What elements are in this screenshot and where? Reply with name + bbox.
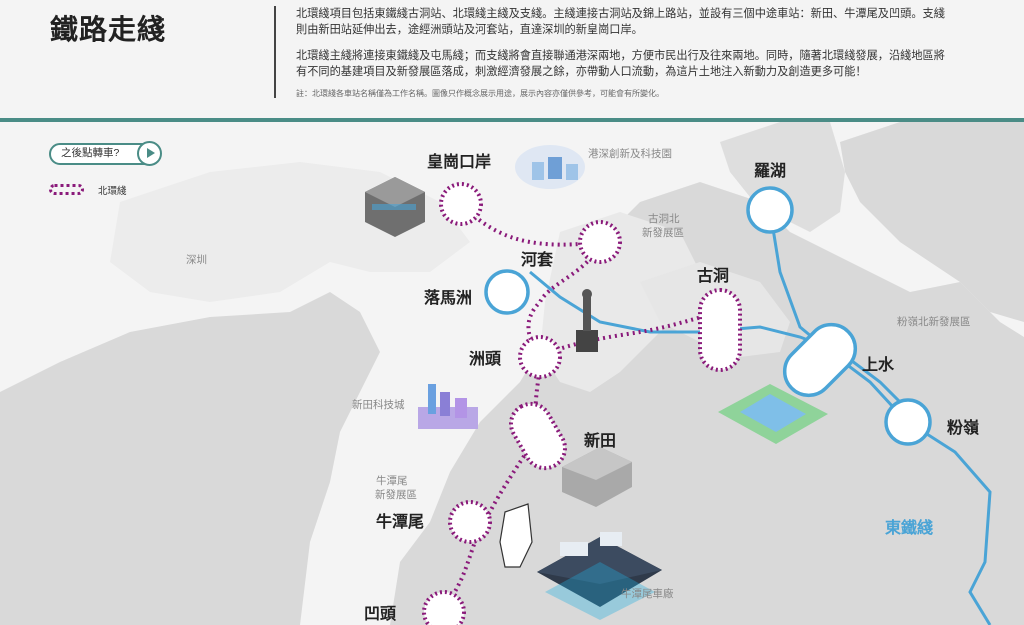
station-label-hetao: 河套 [521, 252, 554, 269]
disclaimer-note: 註：北環綫各車站名稱僅為工作名稱。圖像只作概念展示用途，展示內容亦僅供參考，可能… [296, 89, 664, 98]
station-label-ngautamemei: 牛潭尾 [376, 514, 425, 531]
area-label-flnnda: 粉嶺北新發展區 [897, 316, 971, 328]
header: 鐵路走綫 北環綫項目包括東鐵綫古洞站、北環綫主綫及支綫。主綫連接古洞站及錦上路站… [0, 0, 1024, 118]
statue-illustration [576, 289, 598, 352]
station-label-chautau: 洲頭 [469, 351, 502, 368]
land-sz [110, 162, 470, 302]
station-autau-marker[interactable] [422, 590, 466, 625]
station-lokmachau-marker[interactable] [484, 269, 530, 315]
station-sheungshui-marker[interactable] [775, 315, 866, 406]
land-lowu [720, 122, 845, 232]
santin-techcity-illustration [418, 384, 478, 429]
map-canvas [0, 122, 1024, 625]
area-label-kwutung-north-2: 新發展區 [642, 227, 684, 239]
land-west [0, 292, 380, 625]
tech-park-illustration [515, 145, 585, 189]
depot-illustration [537, 532, 662, 620]
station-label-kwutung: 古洞 [697, 268, 730, 285]
station-chautau-marker[interactable] [518, 335, 562, 379]
play-icon[interactable] [137, 141, 162, 166]
land-north [840, 122, 1024, 322]
intro-paragraph-1: 北環綫項目包括東鐵綫古洞站、北環綫主綫及支綫。主綫連接古洞站及錦上路站，並設有三… [296, 8, 945, 36]
header-divider [274, 6, 276, 98]
area-label-santin-techcity: 新田科技城 [352, 399, 405, 411]
station-santin-marker[interactable] [504, 397, 573, 476]
station-label-lokmachau: 落馬洲 [424, 290, 473, 307]
santin-buildings-illustration [562, 447, 632, 507]
station-lowu-marker[interactable] [746, 186, 794, 234]
page-title: 鐵路走綫 [50, 14, 167, 45]
route-map: 之後點轉車? 北環綫 皇崗口岸 河套 落馬洲 洲頭 新田 牛潭尾 凹頭 古洞 羅… [0, 122, 1024, 625]
line-label-east-rail: 東鐵綫 [885, 520, 934, 537]
huanggang-port-illustration [365, 177, 425, 237]
station-label-fanling: 粉嶺 [947, 420, 980, 437]
area-label-tech-park: 港深創新及科技園 [588, 148, 672, 160]
wetland-illustration [718, 384, 828, 444]
station-huanggang-marker[interactable] [439, 182, 483, 226]
next-stop-button[interactable]: 之後點轉車? [49, 143, 161, 165]
intro-text: 北環綫項目包括東鐵綫古洞站、北環綫主綫及支綫。主綫連接古洞站及錦上路站，並設有三… [296, 6, 956, 90]
station-label-sheungshui: 上水 [862, 357, 895, 374]
land-main [390, 182, 1024, 625]
station-label-autau: 凹頭 [364, 606, 397, 623]
area-label-kwutung-north-1: 古洞北 [648, 213, 680, 225]
station-label-santin: 新田 [584, 433, 617, 450]
station-fanling-marker[interactable] [884, 398, 932, 446]
station-label-lowu: 羅湖 [754, 163, 787, 180]
ngautamemei-shape [499, 503, 533, 568]
section-divider [0, 118, 1024, 122]
station-label-huanggang: 皇崗口岸 [427, 154, 492, 171]
area-label-ntm-depot: 牛潭尾車廠 [621, 588, 674, 600]
station-kwutung-marker[interactable] [698, 288, 742, 372]
area-label-ntm-nda-2: 新發展區 [375, 489, 417, 501]
intro-paragraph-2: 北環綫主綫將連接東鐵綫及屯馬綫；而支綫將會直接聯通港深兩地，方便市民出行及往來兩… [296, 50, 945, 78]
legend-label: 北環綫 [98, 186, 127, 197]
northern-link-legend-swatch [49, 184, 84, 195]
station-hetao-marker[interactable] [578, 220, 622, 264]
area-label-ntm-nda-1: 牛潭尾 [376, 475, 408, 487]
station-ngautamemei-marker[interactable] [448, 500, 492, 544]
area-label-shenzhen: 深圳 [186, 254, 207, 266]
